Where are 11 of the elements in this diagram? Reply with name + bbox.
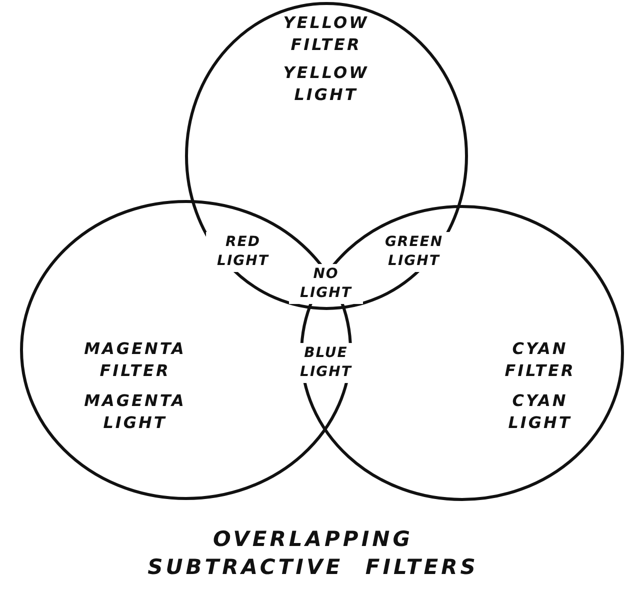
filter-circle xyxy=(20,200,352,500)
overlap-label: NO LIGHT xyxy=(289,264,363,304)
light-label: MAGENTA LIGHT xyxy=(83,390,187,434)
figure-caption: OVERLAPPING SUBTRACTIVE FILTERS xyxy=(146,526,480,581)
filter-label: MAGENTA FILTER xyxy=(83,338,187,382)
filter-label: CYAN FILTER xyxy=(504,338,576,382)
light-label: CYAN LIGHT xyxy=(507,390,573,434)
filter-label: YELLOW FILTER xyxy=(282,12,370,56)
filter-circle xyxy=(185,2,468,310)
filter-circle xyxy=(300,205,624,501)
light-label: YELLOW LIGHT xyxy=(282,62,370,106)
